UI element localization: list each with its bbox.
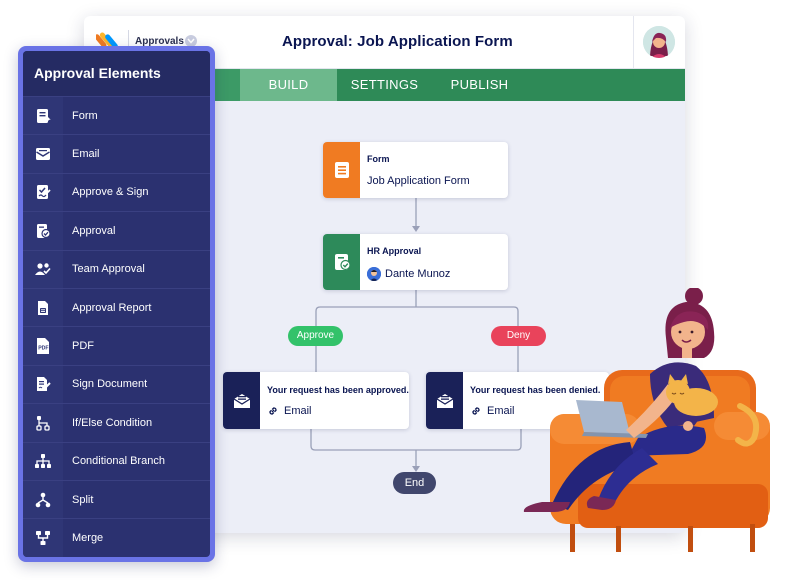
sidebar-item-label: Team Approval <box>72 263 145 276</box>
approval-report-icon <box>23 288 63 327</box>
approve-pill[interactable]: Approve <box>288 326 343 346</box>
tab-build[interactable]: BUILD <box>240 69 337 101</box>
sidebar-item-label: Approval Report <box>72 301 152 314</box>
sidebar-item-sign-document[interactable]: Sign Document <box>23 364 210 404</box>
sidebar-item-approval-report[interactable]: Approval Report <box>23 287 210 327</box>
tab-publish[interactable]: PUBLISH <box>450 77 509 92</box>
end-pill[interactable]: End <box>393 472 436 494</box>
sidebar-item-label: Form <box>72 109 98 122</box>
approval-node-title: HR Approval <box>367 246 422 256</box>
assignee-avatar <box>367 267 381 281</box>
avatar[interactable] <box>643 26 675 58</box>
approval-elements-panel: Approval Elements Form Email Approve & S… <box>18 46 215 562</box>
sidebar-item-label: If/Else Condition <box>72 416 153 429</box>
form-node-subtitle: Job Application Form <box>367 175 470 187</box>
sidebar-item-label: Merge <box>72 531 104 544</box>
sign-document-icon <box>23 365 63 404</box>
denied-email-subtitle-row: Email <box>470 405 515 417</box>
sidebar-item-label: Split <box>72 493 94 506</box>
approved-email-title: Your request has been approved. <box>267 385 409 395</box>
denied-email-node[interactable]: Your request has been denied. Email <box>426 372 609 429</box>
link-icon <box>470 405 482 417</box>
approved-email-subtitle: Email <box>284 405 312 417</box>
approval-node-assignee-row: Dante Munoz <box>367 267 450 281</box>
approve-sign-icon <box>23 173 63 212</box>
sidebar-item-form[interactable]: Form <box>23 96 210 135</box>
hr-approval-node[interactable]: HR Approval Dante Munoz <box>323 234 508 290</box>
app-name[interactable]: Approvals <box>135 36 184 47</box>
email-icon <box>23 135 63 173</box>
team-approval-icon <box>23 250 63 288</box>
sidebar-item-approve-sign[interactable]: Approve & Sign <box>23 172 210 212</box>
form-node-title: Form <box>367 154 390 164</box>
sidebar-item-label: PDF <box>72 340 94 353</box>
pdf-icon: PDF <box>23 327 63 365</box>
denied-email-title: Your request has been denied. <box>470 385 601 395</box>
form-node[interactable]: Form Job Application Form <box>323 142 508 198</box>
avatar-container <box>633 16 685 69</box>
tab-settings[interactable]: SETTINGS <box>350 77 419 92</box>
form-node-icon <box>323 142 360 198</box>
link-icon <box>267 405 279 417</box>
svg-text:PDF: PDF <box>38 346 48 352</box>
sidebar-item-approval[interactable]: Approval <box>23 211 210 250</box>
approved-email-subtitle-row: Email <box>267 405 312 417</box>
email-node-icon <box>223 372 260 429</box>
sidebar-item-conditional-branch[interactable]: Conditional Branch <box>23 441 210 480</box>
form-icon <box>23 97 63 135</box>
approval-elements-inner: Approval Elements Form Email Approve & S… <box>23 51 210 557</box>
merge-icon <box>23 519 63 557</box>
if-else-icon <box>23 404 63 442</box>
sidebar-item-label: Approval <box>72 224 116 237</box>
approved-email-node[interactable]: Your request has been approved. Email <box>223 372 409 429</box>
woman-on-armchair-illustration <box>523 288 770 552</box>
denied-email-subtitle: Email <box>487 405 515 417</box>
sidebar-item-split[interactable]: Split <box>23 479 210 519</box>
sidebar-item-label: Approve & Sign <box>72 186 149 199</box>
approval-node-icon <box>323 234 360 290</box>
sidebar-item-merge[interactable]: Merge <box>23 518 210 557</box>
deny-pill[interactable]: Deny <box>491 326 546 346</box>
sidebar-title: Approval Elements <box>23 51 210 96</box>
sidebar-item-team-approval[interactable]: Team Approval <box>23 249 210 288</box>
conditional-branch-icon <box>23 442 63 480</box>
sidebar-item-label: Sign Document <box>72 378 148 391</box>
approval-icon <box>23 212 63 250</box>
logo-divider <box>128 30 129 52</box>
assignee-name: Dante Munoz <box>385 268 451 280</box>
sidebar-item-label: Conditional Branch <box>72 455 165 468</box>
sidebar-item-email[interactable]: Email <box>23 134 210 173</box>
sidebar-item-if-else[interactable]: If/Else Condition <box>23 403 210 442</box>
split-icon <box>23 480 63 519</box>
email-node-icon <box>426 372 463 429</box>
sidebar-item-label: Email <box>72 148 100 161</box>
chevron-down-icon[interactable] <box>185 35 197 47</box>
sidebar-item-pdf[interactable]: PDF PDF <box>23 326 210 365</box>
page-title: Approval: Job Application Form <box>282 33 513 50</box>
